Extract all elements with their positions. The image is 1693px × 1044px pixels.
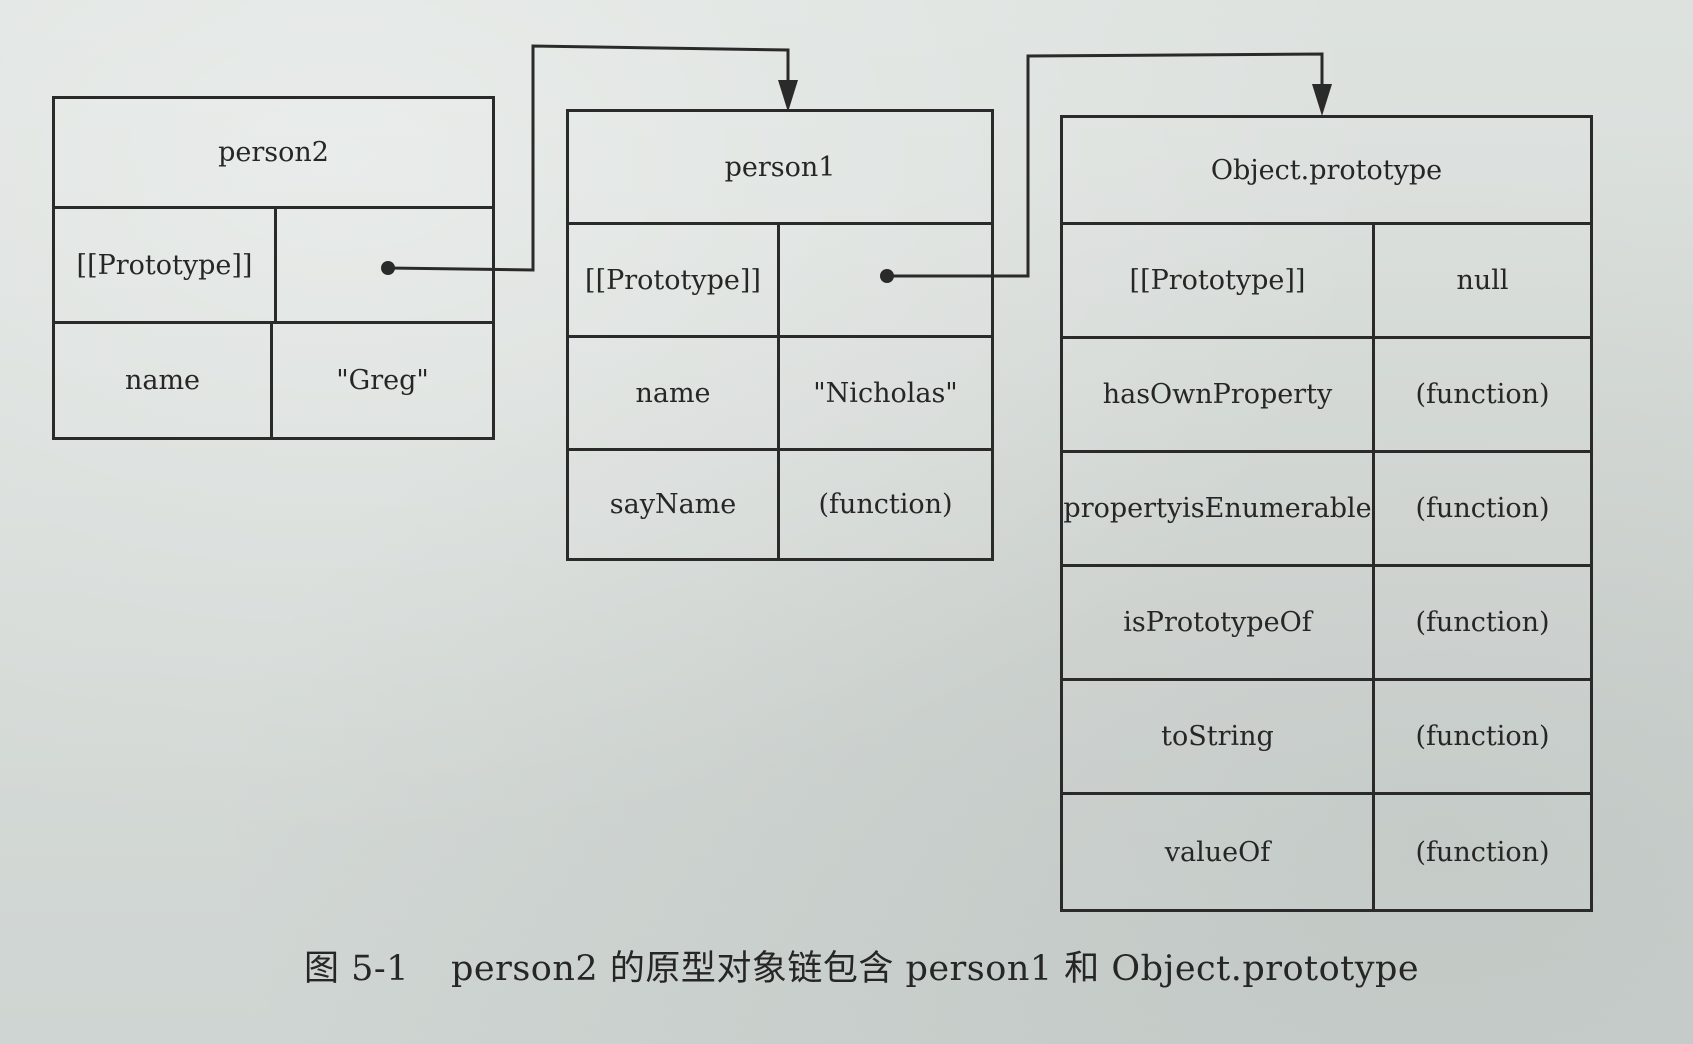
object-prototype-hasownproperty-value: (function) <box>1415 379 1550 410</box>
object-prototype-row-propertyisenumerable: propertyisEnumerable (function) <box>1063 453 1590 567</box>
object-prototype-row-isprototypeof: isPrototypeOf (function) <box>1063 567 1590 681</box>
object-prototype-isprototypeof-key: isPrototypeOf <box>1063 567 1375 678</box>
object-prototype-tostring-key: toString <box>1063 681 1375 792</box>
object-prototype-propertyisenumerable-key: propertyisEnumerable <box>1063 453 1375 564</box>
object-prototype-valueof-value: (function) <box>1415 836 1550 868</box>
person1-object-box: person1 [[Prototype]] name "Nicholas" sa… <box>566 109 994 561</box>
person2-prototype-value <box>277 209 492 321</box>
person1-sayname-key: sayName <box>569 451 780 558</box>
figure-caption: 图 5-1 person2 的原型对象链包含 person1 和 Object.p… <box>304 940 1419 991</box>
object-prototype-prototype-value: null <box>1456 265 1509 296</box>
object-prototype-tostring-value: (function) <box>1415 721 1550 752</box>
person2-prototype-key: [[Prototype]] <box>55 209 277 321</box>
object-prototype-row-tostring: toString (function) <box>1063 681 1590 795</box>
object-prototype-title: Object.prototype <box>1063 118 1590 225</box>
object-prototype-row-prototype: [[Prototype]] null <box>1063 225 1590 339</box>
person1-sayname-value: (function) <box>818 489 953 520</box>
person1-prototype-key: [[Prototype]] <box>569 225 780 335</box>
person1-prototype-value <box>780 225 991 335</box>
object-prototype-row-hasownproperty: hasOwnProperty (function) <box>1063 339 1590 453</box>
figure-caption-text: person2 的原型对象链包含 person1 和 Object.protot… <box>451 949 1420 989</box>
object-prototype-hasownproperty-key: hasOwnProperty <box>1063 339 1375 450</box>
person2-name-key: name <box>55 324 273 437</box>
person1-name-key: name <box>569 338 780 448</box>
object-prototype-valueof-key: valueOf <box>1063 795 1375 909</box>
person2-name-value: "Greg" <box>336 365 429 396</box>
object-prototype-box: Object.prototype [[Prototype]] null hasO… <box>1060 115 1593 912</box>
person1-title: person1 <box>569 112 991 225</box>
person1-name-value: "Nicholas" <box>813 377 958 409</box>
person1-arrowhead <box>778 80 798 112</box>
object-prototype-isprototypeof-value: (function) <box>1415 607 1550 638</box>
object-prototype-row-valueof: valueOf (function) <box>1063 795 1590 909</box>
person2-row-prototype: [[Prototype]] <box>55 209 492 324</box>
object-prototype-arrowhead <box>1312 84 1332 116</box>
person2-title: person2 <box>55 99 492 209</box>
object-prototype-propertyisenumerable-value: (function) <box>1415 493 1550 524</box>
figure-number: 图 5-1 <box>304 949 409 989</box>
person2-row-name: name "Greg" <box>55 324 492 437</box>
person1-row-sayname: sayName (function) <box>569 451 991 558</box>
person2-object-box: person2 [[Prototype]] name "Greg" <box>52 96 495 440</box>
object-prototype-prototype-key: [[Prototype]] <box>1063 225 1375 336</box>
person1-row-name: name "Nicholas" <box>569 338 991 451</box>
person1-row-prototype: [[Prototype]] <box>569 225 991 338</box>
